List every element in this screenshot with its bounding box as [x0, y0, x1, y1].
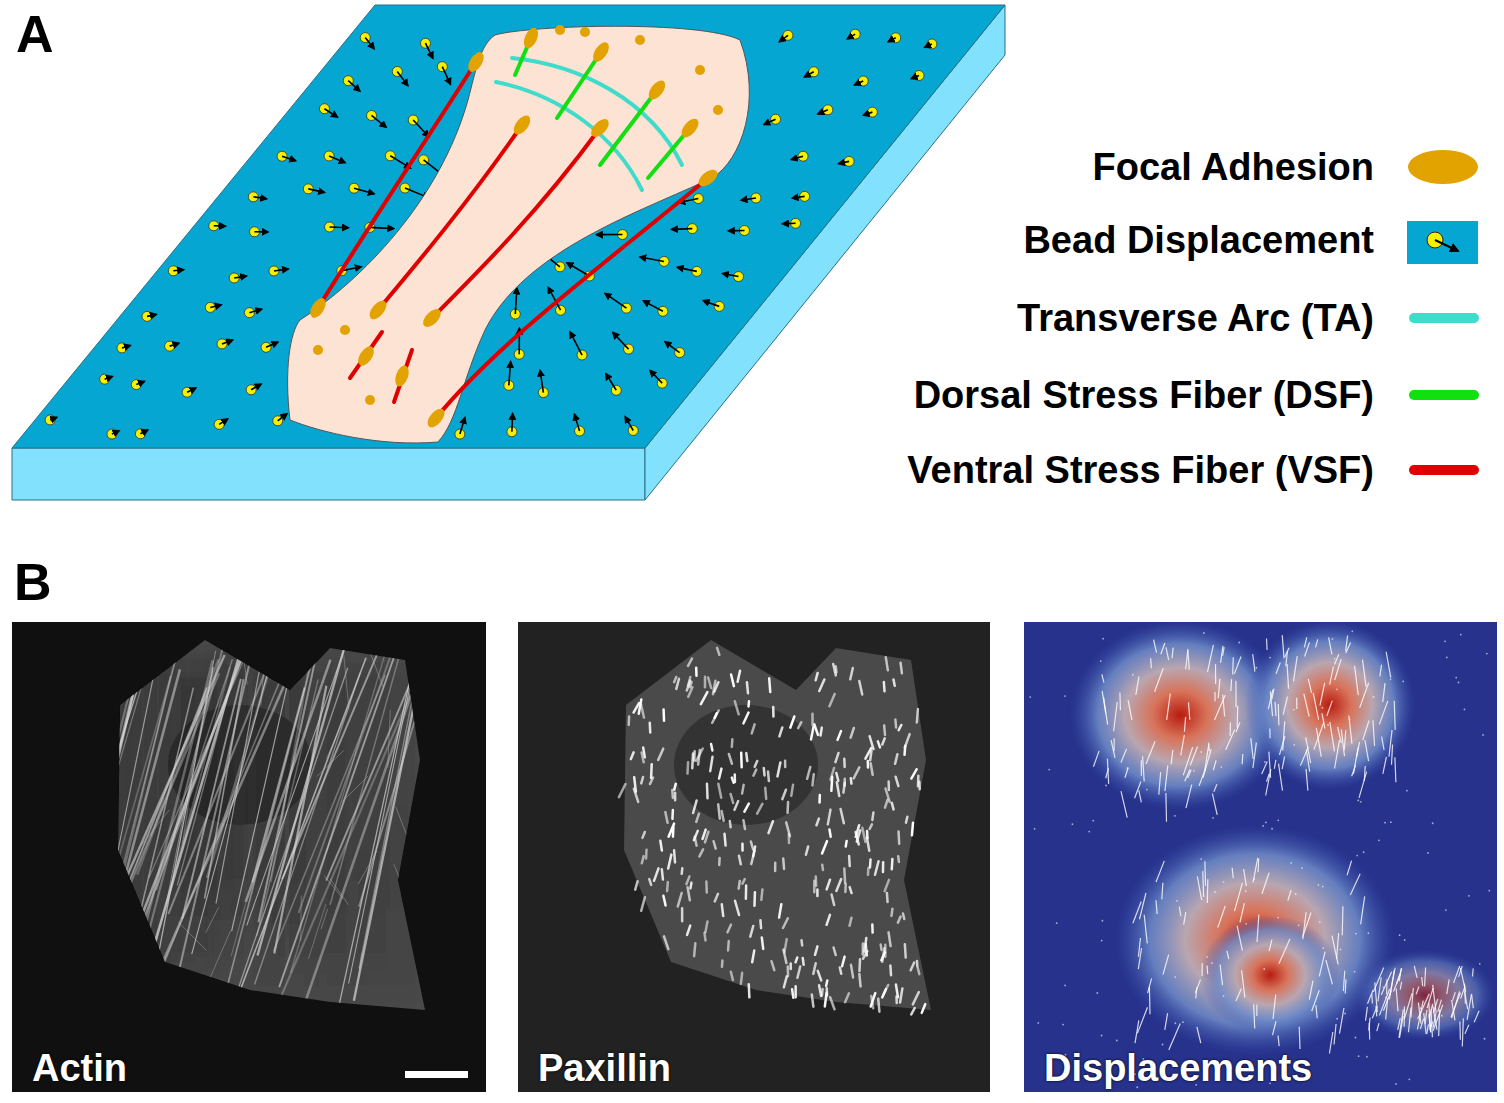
bead — [606, 374, 621, 396]
panel-label: Actin — [32, 1047, 127, 1090]
bead — [847, 29, 860, 39]
bead — [671, 224, 697, 234]
bead — [392, 67, 408, 86]
bead — [343, 76, 360, 91]
bead — [728, 226, 749, 236]
cell-body — [288, 26, 750, 443]
bead — [818, 105, 833, 115]
panel-label: Displacements — [1044, 1047, 1312, 1090]
bead — [117, 343, 130, 353]
bead — [45, 415, 57, 425]
bead — [723, 272, 744, 282]
bead — [249, 227, 268, 237]
bead — [455, 418, 465, 440]
bead — [168, 266, 183, 276]
bead — [764, 114, 781, 124]
legend-text: Ventral Stress Fiber (VSF) — [907, 449, 1374, 492]
bead — [791, 151, 808, 161]
bead — [135, 429, 147, 439]
bead — [574, 414, 584, 436]
bead — [273, 414, 287, 426]
bead — [839, 156, 854, 166]
bead — [269, 266, 288, 276]
bead — [863, 107, 877, 117]
bead — [741, 193, 761, 203]
bead — [229, 273, 246, 283]
bead — [665, 342, 685, 358]
legend-text: Bead Displacement — [1023, 219, 1374, 262]
bead — [165, 341, 179, 351]
bead — [325, 222, 349, 232]
bead — [779, 30, 793, 41]
bead — [911, 71, 924, 81]
bead — [303, 184, 324, 194]
bead — [650, 371, 667, 389]
bead — [420, 38, 432, 58]
bead — [703, 301, 724, 312]
displacement-map — [1024, 622, 1497, 1092]
bead — [804, 67, 818, 77]
panel-label: Paxillin — [538, 1047, 671, 1090]
bead — [643, 301, 668, 316]
bead — [367, 110, 387, 127]
bead — [100, 374, 113, 384]
bead — [182, 387, 196, 397]
image-panel: Paxillin — [518, 622, 990, 1092]
bead — [640, 256, 669, 266]
bead — [605, 293, 631, 313]
bead — [217, 339, 233, 349]
bead — [209, 221, 226, 231]
bead — [570, 332, 587, 360]
legend-text: Transverse Arc (TA) — [1017, 297, 1374, 340]
focal-adhesions — [307, 25, 723, 430]
bead — [783, 218, 801, 228]
panel-letter: A — [16, 4, 54, 64]
panel-letter: B — [14, 552, 52, 612]
bead — [538, 370, 548, 397]
bead — [277, 151, 296, 161]
bead — [246, 384, 261, 395]
bead — [888, 33, 901, 43]
bead — [596, 230, 627, 240]
bead — [214, 419, 228, 429]
bead — [131, 380, 144, 390]
bead — [507, 413, 517, 436]
substrate-slab — [12, 5, 1005, 500]
bead — [107, 429, 119, 439]
bead — [324, 151, 345, 163]
bead — [385, 151, 410, 168]
legend-samples — [1407, 150, 1478, 470]
bead — [854, 76, 868, 86]
bead — [319, 104, 337, 117]
bead — [244, 308, 261, 318]
bead — [677, 266, 702, 276]
legend-text: Focal Adhesion — [1092, 146, 1374, 189]
legend-text: Dorsal Stress Fiber (DSF) — [914, 374, 1374, 417]
bead — [349, 183, 374, 194]
bead — [625, 417, 638, 436]
ventral-stress-fibers — [318, 62, 708, 418]
dorsal-stress-fibers — [515, 38, 690, 178]
bead — [408, 115, 429, 137]
image-panel: Displacements — [1024, 622, 1497, 1092]
bead — [142, 311, 156, 321]
bead — [261, 342, 278, 352]
bead — [925, 39, 937, 49]
paxillin-image — [518, 622, 990, 1092]
bead — [248, 192, 266, 202]
bead — [504, 362, 514, 391]
bead — [613, 333, 634, 355]
image-panel: Actin — [12, 622, 486, 1092]
bead — [360, 33, 374, 49]
actin-image — [0, 622, 486, 1092]
bead — [792, 191, 809, 201]
bead — [205, 302, 221, 312]
bead — [437, 62, 450, 85]
